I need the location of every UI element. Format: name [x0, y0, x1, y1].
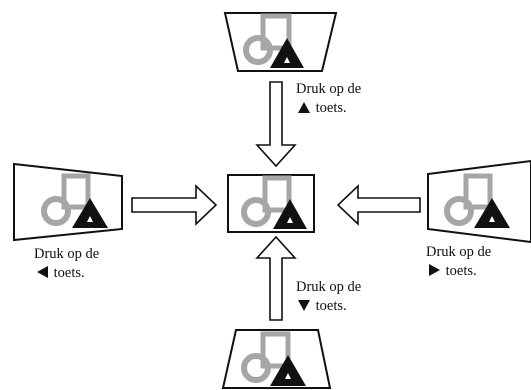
gray-circle-shape: [241, 197, 271, 227]
label-right: Druk op de toets.: [426, 243, 491, 281]
center-corrected-screen: [227, 174, 315, 233]
up-triangle-icon: [296, 99, 312, 118]
bottom-distorted-screen: [221, 329, 332, 389]
label-left-line2: toets.: [53, 265, 85, 281]
label-bottom-line2: toets.: [315, 298, 347, 314]
label-left-line1: Druk op de: [34, 246, 100, 262]
gray-square-shape: [260, 13, 292, 51]
label-bottom: Druk op de toets.: [296, 278, 361, 316]
right-distorted-screen: [427, 159, 531, 244]
down-arrow: [255, 81, 297, 168]
left-arrow: [336, 184, 421, 226]
label-top-line1: Druk op de: [296, 81, 362, 97]
white-inner-triangle: [284, 57, 290, 63]
label-bottom-line1: Druk op de: [296, 279, 362, 295]
gray-square-shape: [262, 175, 292, 213]
white-inner-triangle: [87, 216, 93, 222]
black-triangle-shape: [270, 38, 304, 68]
label-top: Druk op de toets.: [296, 80, 361, 118]
gray-circle-shape: [41, 196, 71, 226]
right-triangle-icon: [426, 262, 442, 281]
right-arrow: [131, 184, 218, 226]
gray-square-shape: [61, 173, 91, 210]
black-triangle-shape: [72, 198, 108, 228]
gray-square-shape: [463, 173, 493, 210]
left-distorted-screen: [13, 162, 123, 242]
gray-circle-shape: [243, 35, 273, 65]
black-triangle-shape: [474, 198, 510, 228]
white-inner-triangle: [489, 216, 495, 222]
up-arrow: [255, 235, 297, 321]
gray-square-shape: [260, 331, 291, 369]
white-inner-triangle: [287, 217, 293, 223]
gray-circle-shape: [241, 353, 271, 383]
gray-circle-shape: [444, 196, 474, 226]
label-right-line1: Druk op de: [426, 244, 492, 260]
black-triangle-shape: [273, 199, 307, 229]
down-triangle-icon: [296, 297, 312, 316]
label-left: Druk op de toets.: [34, 245, 99, 283]
label-right-line2: toets.: [445, 263, 477, 279]
label-top-line2: toets.: [315, 100, 347, 116]
black-triangle-shape: [270, 355, 306, 386]
top-distorted-screen: [223, 12, 338, 72]
left-triangle-icon: [34, 264, 50, 283]
white-inner-triangle: [285, 373, 291, 379]
